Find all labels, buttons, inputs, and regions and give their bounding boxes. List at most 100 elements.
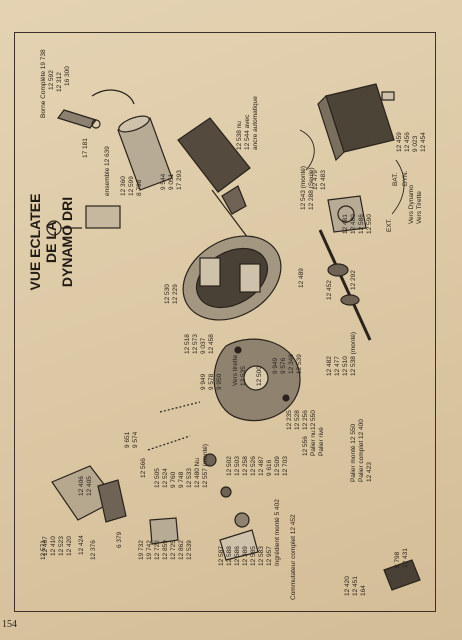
stator-housing-part <box>182 235 282 321</box>
part-label: 12 526 <box>250 456 257 476</box>
part-label: 12 406 <box>78 476 85 496</box>
pulley-bracket-part <box>51 465 127 523</box>
part-label: 12 585 <box>250 546 257 566</box>
part-label: 12 957 <box>266 546 273 566</box>
part-label: 19 742 <box>146 540 153 560</box>
part-label: 12 530 <box>164 284 171 304</box>
part-label: Palier monté 12 550 <box>350 423 357 482</box>
part-label: Vers Tirette <box>416 191 423 224</box>
part-label: 12 505 <box>154 468 161 488</box>
part-label: 9 748 <box>178 471 185 488</box>
part-label: 12 502 <box>226 456 233 476</box>
part-label: 12 452 <box>326 280 333 300</box>
wires <box>299 129 405 215</box>
part-label: 12 538 nu <box>236 121 243 150</box>
part-label: 12 538 (monté) <box>350 331 357 376</box>
brush-plate-part <box>213 338 301 422</box>
part-label: 8 798 <box>136 179 143 196</box>
part-label: 9 578 <box>208 373 215 390</box>
part-label: 12 587 <box>218 546 225 566</box>
part-label: 12 550 <box>310 410 317 430</box>
part-label: 12 592 <box>48 70 55 90</box>
part-label: 12 312 <box>56 72 63 92</box>
part-label: 12 229 <box>172 284 179 304</box>
part-label: 9 950 <box>216 373 223 390</box>
part-label: 12 543 (monté) <box>300 165 307 210</box>
part-label: 12 410 <box>50 536 57 556</box>
part-label: 12 703 <box>282 456 289 476</box>
title-line-3: DYNAMO DRI <box>59 196 75 288</box>
part-label: 12 258 <box>242 456 249 476</box>
part-label: Vers tirette <box>232 354 239 386</box>
part-label: Commutateur complet 12 452 <box>290 514 297 600</box>
part-label: 12 524 <box>162 468 169 488</box>
part-label: 12 360 <box>120 176 127 196</box>
part-label: 12 599 <box>128 176 135 196</box>
part-label: 12 573 <box>192 334 199 354</box>
part-label: Palier rivé <box>318 427 325 456</box>
part-label: EXT. <box>386 218 393 232</box>
part-label: 12 451 <box>352 576 359 596</box>
key-part <box>46 205 121 236</box>
diagram-frame <box>14 32 436 612</box>
regulator-part <box>317 83 395 162</box>
commutator-part <box>383 559 421 591</box>
part-label: 12 518 <box>184 334 191 354</box>
part-label: 9 023 <box>412 135 419 152</box>
part-label: 164 <box>360 585 367 596</box>
part-label: 12 483 <box>320 170 327 190</box>
part-label: 6 379 <box>116 531 123 548</box>
part-label: 9 651 <box>124 431 131 448</box>
part-label: 12 510 <box>342 356 349 376</box>
part-label: 12 544 avec <box>244 114 251 150</box>
part-label: 9 760 <box>170 471 177 488</box>
part-label: 12 292 <box>350 270 357 290</box>
part-label: 12 509 <box>274 456 281 476</box>
part-label: 9 574 <box>132 431 139 448</box>
part-label: 12 586 <box>358 214 365 234</box>
part-label: 12 407 <box>42 536 49 556</box>
part-label: Vers Dynamo <box>408 184 415 224</box>
part-label: 8 798 <box>394 551 401 568</box>
armature-part <box>177 117 251 239</box>
part-label: 9 949 <box>200 373 207 390</box>
cover-part <box>117 115 173 191</box>
part-label: 12 456 <box>404 132 411 152</box>
part-label: ancre automatique <box>252 96 259 150</box>
part-label: 12 489 <box>298 268 305 288</box>
part-label: 12 583 <box>258 546 265 566</box>
part-label: 12 859 <box>162 540 169 560</box>
part-label: 12 256 <box>302 410 309 430</box>
part-label: 9 544 <box>160 173 167 190</box>
part-label: 12 348 <box>288 354 295 374</box>
part-label: 12 376 <box>90 540 97 560</box>
part-label: 12 590 <box>366 214 373 234</box>
part-label: 12 500 <box>256 366 263 386</box>
part-label: 12 481 <box>342 214 349 234</box>
part-label: 12 423 <box>366 462 373 482</box>
part-label: 12 539 <box>186 540 193 560</box>
part-label: 12 535 <box>240 366 247 386</box>
part-label: 12 420 <box>344 576 351 596</box>
part-label: Palier nu <box>310 430 317 456</box>
part-label: 9 576 <box>280 357 287 374</box>
part-label: 12 405 <box>86 476 93 496</box>
page-number: 154 <box>2 619 17 630</box>
part-label: 12 480 <box>350 214 357 234</box>
part-label: 12 459 <box>396 132 403 152</box>
part-label: 9 051 <box>168 173 175 190</box>
part-label: 12 588 <box>226 546 233 566</box>
part-label: 17 293 <box>176 170 183 190</box>
part-label: 12 487 <box>258 456 265 476</box>
part-label: 12 431 <box>402 548 409 568</box>
part-label: 12 557 (monté) <box>202 443 209 488</box>
part-label: 12 586 <box>234 546 241 566</box>
part-label: 12 479 <box>312 170 319 190</box>
part-label: 12 533 <box>186 468 193 488</box>
part-label: 12 458 <box>208 334 215 354</box>
diagram-title: VUE ECLATEE DE LA DYNAMO DRI <box>18 160 84 325</box>
shaft-part <box>318 229 372 341</box>
part-label: 19 732 <box>138 540 145 560</box>
part-label: ensemble 12 639 <box>104 146 111 196</box>
